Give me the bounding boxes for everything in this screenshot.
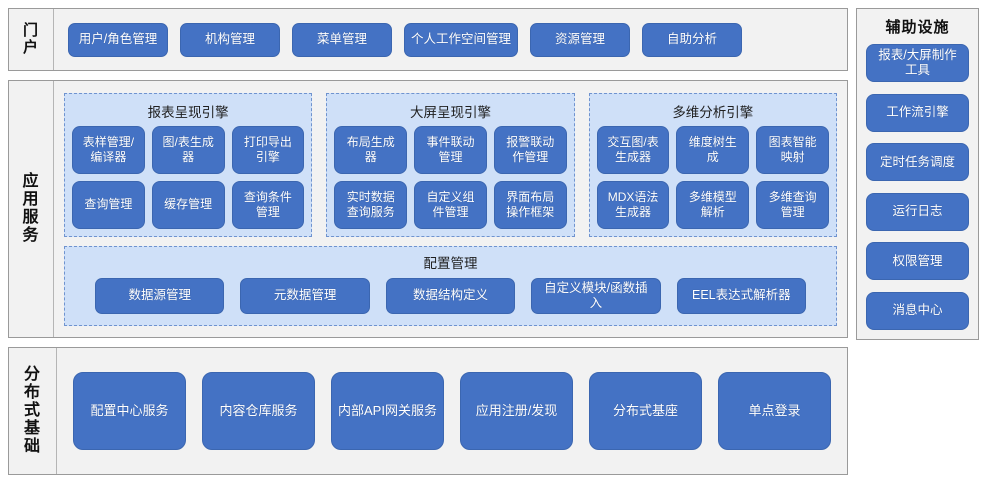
engine-item-chart-table-generator[interactable]: 图/表生成器 <box>151 125 225 174</box>
engine-item-template-management-compiler[interactable]: 表样管理/编译器 <box>72 125 145 174</box>
engine-multidimensional-analysis: 多维分析引擎 交互图/表生成器 维度树生成 图表智能映射 MDX语法生成器 多维… <box>588 92 837 237</box>
auxiliary-facilities-section: 辅助设施 报表/大屏制作工具 工作流引擎 定时任务调度 运行日志 权限管理 消息… <box>856 8 979 340</box>
distributed-base-item-distributed-foundation[interactable]: 分布式基座 <box>589 372 702 450</box>
portal-item-organization-management[interactable]: 机构管理 <box>180 22 280 57</box>
auxiliary-item-scheduled-task-scheduling[interactable]: 定时任务调度 <box>866 143 969 182</box>
config-item-eel-expression-parser[interactable]: EEL表达式解析器 <box>676 278 807 314</box>
portal-items: 用户/角色管理 机构管理 菜单管理 个人工作空间管理 资源管理 自助分析 <box>54 9 847 70</box>
engine-item-custom-component-management[interactable]: 自定义组件管理 <box>414 180 487 229</box>
engine-report-rendering: 报表呈现引擎 表样管理/编译器 图/表生成器 打印导出引擎 查询管理 缓存管理 … <box>64 92 313 237</box>
engine-item-query-condition-management[interactable]: 查询条件管理 <box>231 180 305 229</box>
configuration-management-group: 配置管理 数据源管理 元数据管理 数据结构定义 自定义模块/函数插入 EEL表达… <box>64 245 837 326</box>
config-item-metadata-management[interactable]: 元数据管理 <box>240 278 370 314</box>
configuration-management-title: 配置管理 <box>423 255 478 271</box>
main-column: 门户 用户/角色管理 机构管理 菜单管理 个人工作空间管理 资源管理 自助分析 … <box>8 8 848 475</box>
config-item-data-structure-definition[interactable]: 数据结构定义 <box>385 278 516 314</box>
config-item-custom-module-function-insertion[interactable]: 自定义模块/函数插入 <box>531 278 661 314</box>
auxiliary-facilities-items: 报表/大屏制作工具 工作流引擎 定时任务调度 运行日志 权限管理 消息中心 <box>866 44 969 330</box>
engine-multidimensional-analysis-items: 交互图/表生成器 维度树生成 图表智能映射 MDX语法生成器 多维模型解析 多维… <box>596 125 829 229</box>
auxiliary-item-message-center[interactable]: 消息中心 <box>866 291 969 330</box>
distributed-base-item-internal-api-gateway-service[interactable]: 内部API网关服务 <box>331 372 444 450</box>
engine-item-alarm-linkage-action-management[interactable]: 报警联动作管理 <box>493 125 567 174</box>
engine-item-ui-layout-operation-framework[interactable]: 界面布局操作框架 <box>493 180 567 229</box>
portal-section-label: 门户 <box>9 9 54 70</box>
engine-large-screen-rendering-title: 大屏呈现引擎 <box>409 104 491 120</box>
auxiliary-item-permission-management[interactable]: 权限管理 <box>866 242 969 281</box>
distributed-base-items: 配置中心服务 内容仓库服务 内部API网关服务 应用注册/发现 分布式基座 单点… <box>57 348 847 474</box>
auxiliary-item-workflow-engine[interactable]: 工作流引擎 <box>866 93 969 132</box>
portal-item-menu-management[interactable]: 菜单管理 <box>292 22 392 57</box>
application-services-section-label: 应用服务 <box>9 81 54 337</box>
application-services-section: 应用服务 报表呈现引擎 表样管理/编译器 图/表生成器 打印导出引擎 查询管理 … <box>8 80 848 338</box>
distributed-base-section-label-text: 分布式基础 <box>23 366 41 455</box>
auxiliary-facilities-title: 辅助设施 <box>885 19 950 36</box>
engine-item-multidimensional-model-parsing[interactable]: 多维模型解析 <box>676 180 750 229</box>
distributed-base-section: 分布式基础 配置中心服务 内容仓库服务 内部API网关服务 应用注册/发现 分布… <box>8 347 848 475</box>
auxiliary-item-runtime-log[interactable]: 运行日志 <box>866 192 969 231</box>
distributed-base-item-config-center-service[interactable]: 配置中心服务 <box>73 372 186 450</box>
engine-report-rendering-title: 报表呈现引擎 <box>147 104 229 120</box>
engine-item-print-export-engine[interactable]: 打印导出引擎 <box>231 125 305 174</box>
engine-item-mdx-syntax-generator[interactable]: MDX语法生成器 <box>596 180 670 229</box>
auxiliary-column: 辅助设施 报表/大屏制作工具 工作流引擎 定时任务调度 运行日志 权限管理 消息… <box>856 8 979 475</box>
engine-item-query-management[interactable]: 查询管理 <box>72 180 145 229</box>
application-services-body: 报表呈现引擎 表样管理/编译器 图/表生成器 打印导出引擎 查询管理 缓存管理 … <box>54 81 847 337</box>
config-item-datasource-management[interactable]: 数据源管理 <box>95 278 225 314</box>
application-services-section-label-text: 应用服务 <box>22 173 40 244</box>
engine-item-event-linkage-management[interactable]: 事件联动管理 <box>414 125 487 174</box>
engine-large-screen-rendering: 大屏呈现引擎 布局生成器 事件联动管理 报警联动作管理 实时数据查询服务 自定义… <box>326 92 575 237</box>
distributed-base-section-label: 分布式基础 <box>9 348 57 474</box>
portal-item-user-role-management[interactable]: 用户/角色管理 <box>68 22 168 57</box>
engine-item-chart-intelligent-mapping[interactable]: 图表智能映射 <box>756 125 829 174</box>
distributed-base-item-content-repository-service[interactable]: 内容仓库服务 <box>202 372 315 450</box>
engine-item-interactive-chart-table-generator[interactable]: 交互图/表生成器 <box>596 125 670 174</box>
engine-item-cache-management[interactable]: 缓存管理 <box>151 180 225 229</box>
engine-item-realtime-data-query-service[interactable]: 实时数据查询服务 <box>334 180 408 229</box>
configuration-management-items: 数据源管理 元数据管理 数据结构定义 自定义模块/函数插入 EEL表达式解析器 <box>73 276 828 317</box>
engine-report-rendering-items: 表样管理/编译器 图/表生成器 打印导出引擎 查询管理 缓存管理 查询条件管理 <box>72 125 305 229</box>
engine-item-dimension-tree-generation[interactable]: 维度树生成 <box>676 125 750 174</box>
portal-section-label-text: 门户 <box>22 21 39 56</box>
distributed-base-item-single-sign-on[interactable]: 单点登录 <box>718 372 831 450</box>
engine-item-multidimensional-query-management[interactable]: 多维查询管理 <box>756 180 829 229</box>
engine-large-screen-rendering-items: 布局生成器 事件联动管理 报警联动作管理 实时数据查询服务 自定义组件管理 界面… <box>334 125 567 229</box>
engine-item-layout-generator[interactable]: 布局生成器 <box>334 125 408 174</box>
auxiliary-item-report-dashboard-authoring-tool[interactable]: 报表/大屏制作工具 <box>866 44 969 82</box>
portal-item-self-service-analysis[interactable]: 自助分析 <box>642 22 743 57</box>
engine-group-row: 报表呈现引擎 表样管理/编译器 图/表生成器 打印导出引擎 查询管理 缓存管理 … <box>64 92 837 237</box>
portal-section: 门户 用户/角色管理 机构管理 菜单管理 个人工作空间管理 资源管理 自助分析 <box>8 8 848 71</box>
portal-item-resource-management[interactable]: 资源管理 <box>530 22 631 57</box>
engine-multidimensional-analysis-title: 多维分析引擎 <box>672 104 754 120</box>
distributed-base-item-app-registration-discovery[interactable]: 应用注册/发现 <box>460 372 573 450</box>
portal-item-personal-workspace-management[interactable]: 个人工作空间管理 <box>404 22 519 57</box>
